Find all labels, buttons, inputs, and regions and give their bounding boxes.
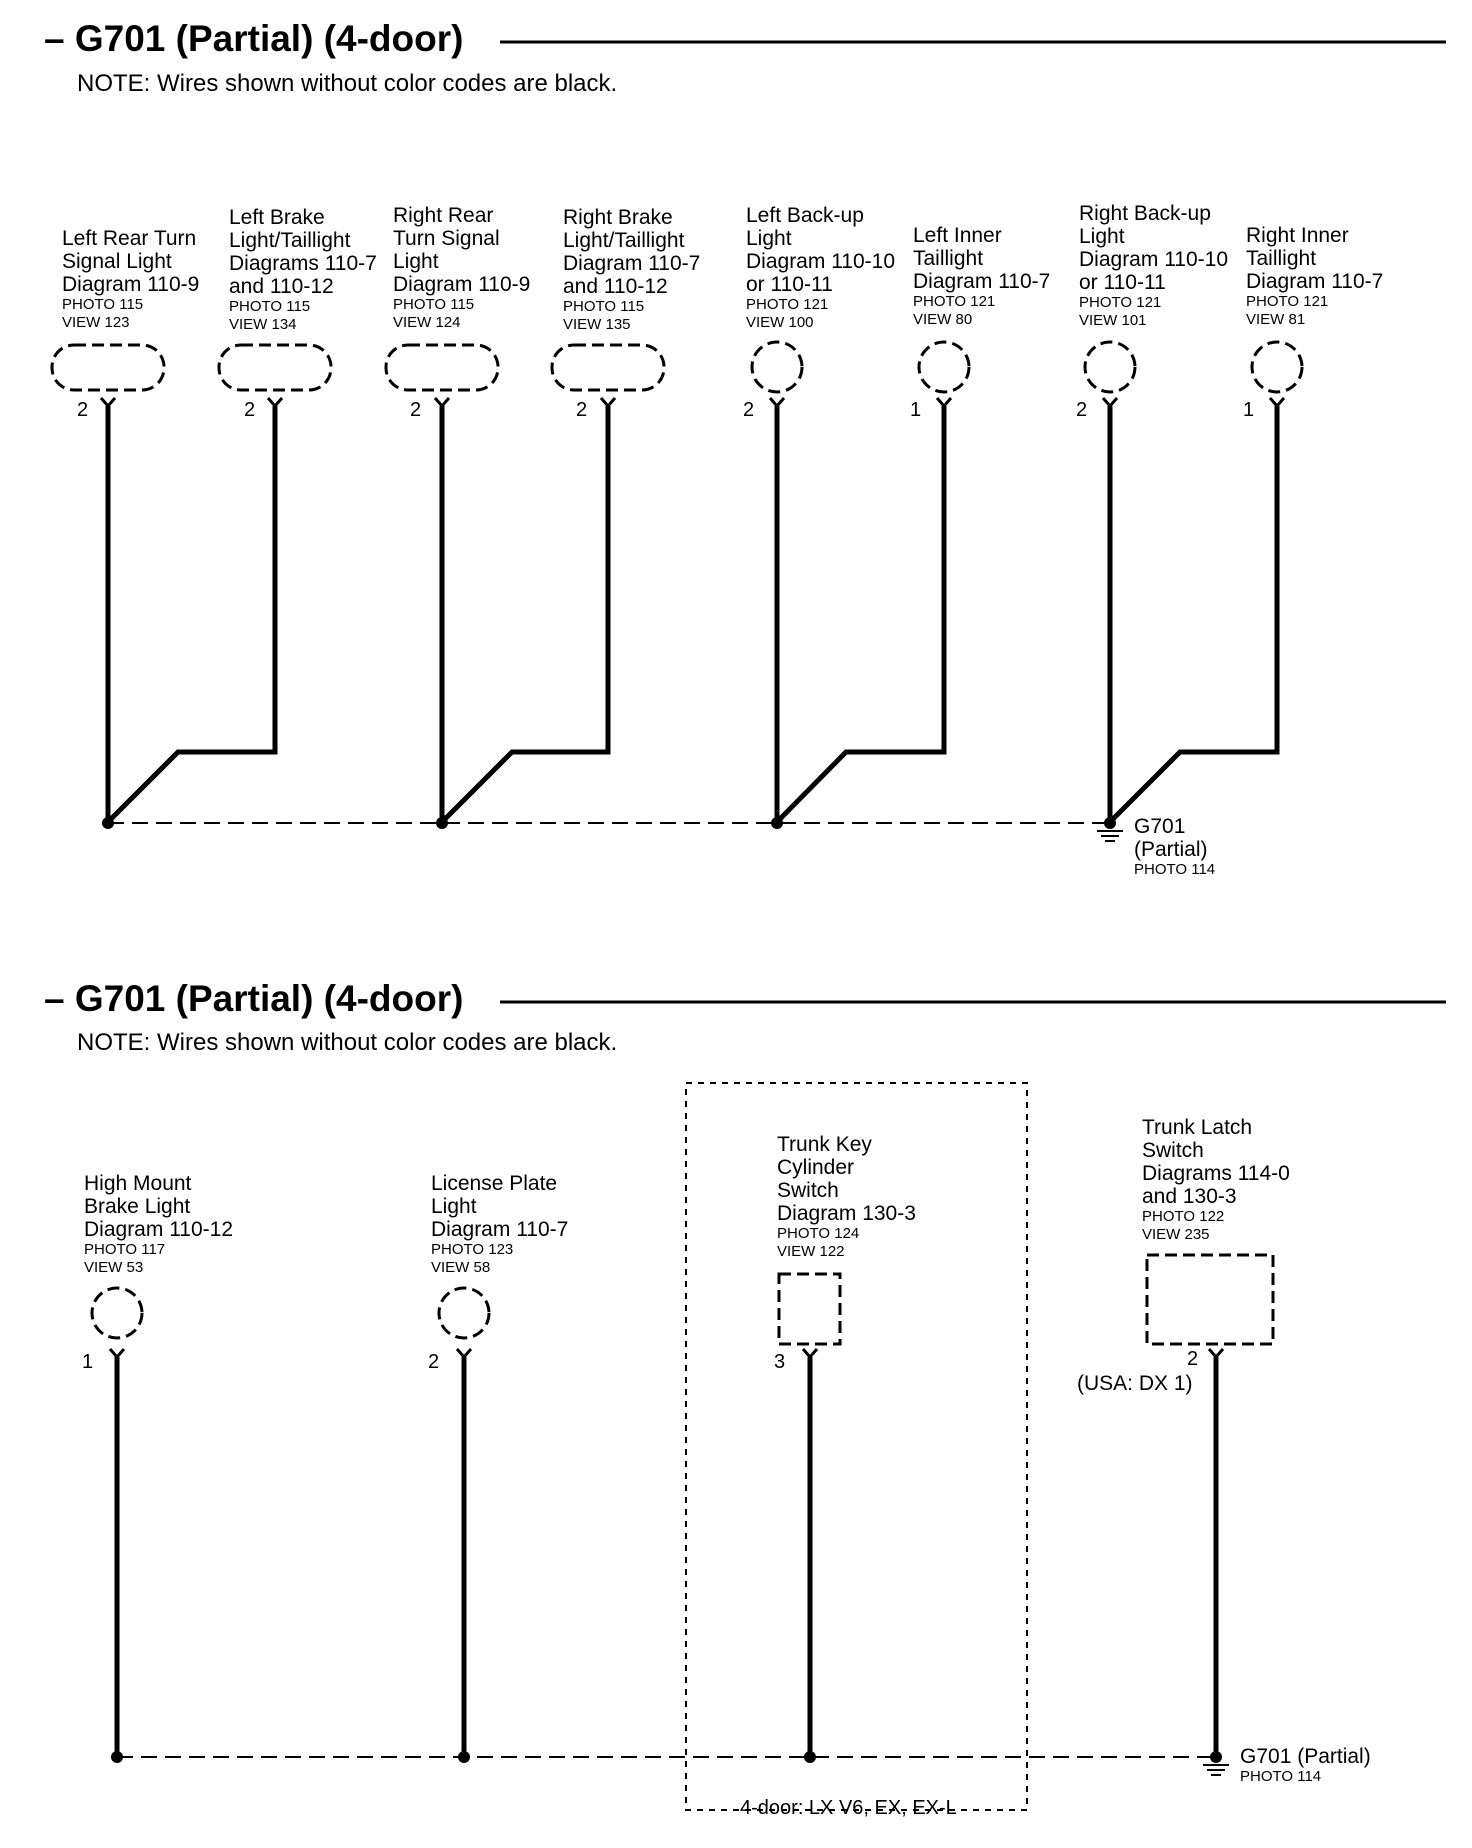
pin-number: 2 <box>428 1351 440 1373</box>
connector-right-brake-light <box>550 343 666 392</box>
terminal-symbol <box>455 1348 473 1360</box>
component-label-trunk-key-cylinder-switch: Trunk Key Cylinder Switch Diagram 130-3 … <box>777 1133 916 1260</box>
component-label-trunk-latch-switch: Trunk Latch Switch Diagrams 114-0 and 13… <box>1142 1116 1290 1243</box>
wire <box>1108 406 1280 824</box>
ground-label-g701: G701 (Partial) PHOTO 114 <box>1134 815 1216 878</box>
section-1-note: NOTE: Wires shown without color codes ar… <box>77 70 618 97</box>
connector-right-inner-taillight <box>1250 340 1304 394</box>
component-label-right-inner-taillight: Right Inner Taillight Diagram 110-7 PHOT… <box>1246 224 1384 328</box>
pin-note-usa-dx: (USA: DX 1) <box>1077 1372 1193 1395</box>
pin-number: 3 <box>774 1351 786 1373</box>
terminal-symbol <box>108 1348 126 1360</box>
pin-number: 2 <box>77 399 89 421</box>
component-label-left-rear-turn-signal: Left Rear Turn Signal Light Diagram 110-… <box>62 227 200 331</box>
pin-number: 2 <box>743 399 755 421</box>
splice-dot <box>771 817 783 829</box>
connector-high-mount-brake-light <box>90 1286 144 1340</box>
pin-number: 2 <box>1076 399 1088 421</box>
terminal-symbol <box>599 397 617 409</box>
splice-dot <box>1210 1751 1222 1763</box>
connector-right-backup-light <box>1083 340 1137 394</box>
wire <box>775 406 947 824</box>
splice-dot <box>458 1751 470 1763</box>
connector-right-rear-turn-signal <box>384 343 500 392</box>
component-label-right-backup-light: Right Back-up Light Diagram 110-10 or 11… <box>1079 202 1229 329</box>
connector-license-plate-light <box>437 1286 491 1340</box>
terminal-symbol <box>801 1348 819 1360</box>
pin-number: 1 <box>910 399 922 421</box>
wire <box>106 406 278 824</box>
ground-label-g701: G701 (Partial) PHOTO 114 <box>1240 1745 1371 1785</box>
connector-trunk-key-cylinder-switch <box>777 1272 842 1346</box>
section-2-title: – G701 (Partial) (4-door) <box>44 978 464 1019</box>
terminal-symbol <box>935 397 953 409</box>
component-label-left-backup-light: Left Back-up Light Diagram 110-10 or 110… <box>746 204 896 331</box>
option-dashed-box <box>685 1082 1028 1811</box>
terminal-symbol <box>1207 1348 1225 1360</box>
component-label-left-inner-taillight: Left Inner Taillight Diagram 110-7 PHOTO… <box>913 224 1051 328</box>
pin-number: 2 <box>410 399 422 421</box>
ground-symbol <box>1097 830 1123 842</box>
splice-dot <box>436 817 448 829</box>
splice-dot <box>111 1751 123 1763</box>
terminal-symbol <box>768 397 786 409</box>
pin-number: 1 <box>1243 399 1255 421</box>
section-2-note: NOTE: Wires shown without color codes ar… <box>77 1029 618 1056</box>
component-label-right-rear-turn-signal: Right Rear Turn Signal Light Diagram 110… <box>393 204 531 331</box>
terminal-symbol <box>266 397 284 409</box>
ground-symbol <box>1203 1764 1229 1776</box>
connector-trunk-latch-switch <box>1145 1253 1275 1346</box>
pin-number: 2 <box>1187 1348 1199 1370</box>
splice-dot <box>804 1751 816 1763</box>
terminal-symbol <box>99 397 117 409</box>
connector-left-brake-light <box>217 343 333 392</box>
terminal-symbol <box>1268 397 1286 409</box>
section-1-title: – G701 (Partial) (4-door) <box>44 18 464 59</box>
terminal-symbol <box>433 397 451 409</box>
component-label-right-brake-light: Right Brake Light/Taillight Diagram 110-… <box>563 206 701 333</box>
connector-left-inner-taillight <box>917 340 971 394</box>
splice-dot <box>1104 817 1116 829</box>
splice-dot <box>102 817 114 829</box>
pin-number: 1 <box>82 1351 94 1373</box>
wire <box>440 406 611 824</box>
component-label-high-mount-brake-light: High Mount Brake Light Diagram 110-12 PH… <box>84 1172 234 1276</box>
connector-left-backup-light <box>750 340 804 394</box>
component-label-license-plate-light: License Plate Light Diagram 110-7 PHOTO … <box>431 1172 569 1276</box>
pin-number: 2 <box>244 399 256 421</box>
pin-number: 2 <box>576 399 588 421</box>
terminal-symbol <box>1101 397 1119 409</box>
connector-left-rear-turn-signal <box>50 343 166 392</box>
option-box-label: 4-door: LX V6, EX, EX-L <box>736 1797 961 1819</box>
component-label-left-brake-light: Left Brake Light/Taillight Diagrams 110-… <box>229 206 377 333</box>
